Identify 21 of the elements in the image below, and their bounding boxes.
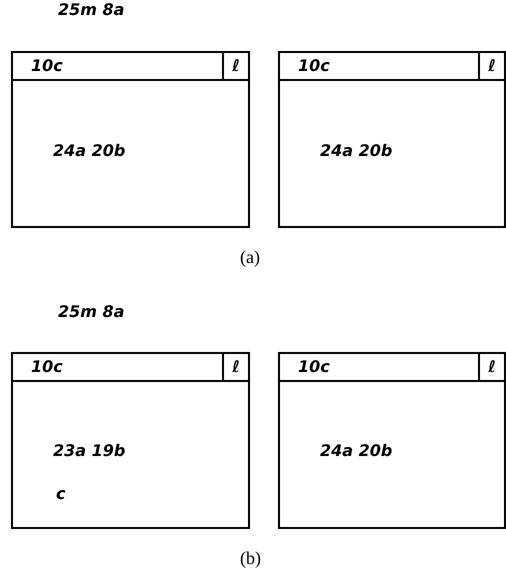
table-box bbox=[278, 352, 506, 529]
header-text: 10c bbox=[31, 56, 63, 76]
corner-cell: ℓ bbox=[478, 354, 504, 380]
corner-cell: ℓ bbox=[478, 53, 504, 79]
body-text: 24a 20b bbox=[320, 141, 392, 161]
table-box bbox=[278, 51, 506, 228]
header-text: 10c bbox=[298, 357, 330, 377]
corner-cell: ℓ bbox=[222, 354, 248, 380]
header-text: 10c bbox=[298, 56, 330, 76]
panel-caption: (b) bbox=[240, 548, 261, 568]
body-text: 23a 19b bbox=[53, 441, 126, 461]
corner-cell: ℓ bbox=[222, 53, 248, 79]
heading-text: 25m 8a bbox=[58, 0, 124, 20]
table-box bbox=[11, 352, 250, 529]
table-box bbox=[11, 51, 250, 228]
body-text: c bbox=[56, 484, 66, 504]
header-text: 10c bbox=[31, 357, 63, 377]
heading-text: 25m 8a bbox=[58, 302, 124, 322]
panel-caption: (a) bbox=[240, 247, 260, 267]
body-text: 24a 20b bbox=[53, 141, 126, 161]
body-text: 24a 20b bbox=[320, 441, 392, 461]
